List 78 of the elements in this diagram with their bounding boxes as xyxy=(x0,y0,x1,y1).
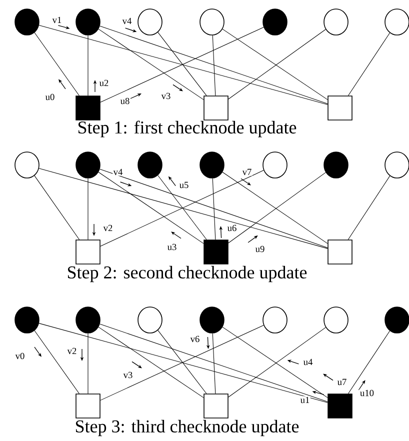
variable-node xyxy=(324,152,348,178)
edge-label: u2 xyxy=(98,79,110,87)
edge-label: v6 xyxy=(190,335,200,343)
edge-label: u4 xyxy=(302,358,314,366)
edge-line xyxy=(34,175,80,240)
check-node xyxy=(204,96,228,120)
check-node xyxy=(328,96,352,120)
step-caption: Step 2: second checknode update xyxy=(68,266,307,282)
edge-label: u6 xyxy=(226,224,238,232)
edge-line xyxy=(212,178,216,240)
edge-label: v3 xyxy=(160,92,172,100)
edge-label: u8 xyxy=(120,97,130,105)
edge-label: u1 xyxy=(300,396,310,404)
edge-label: v2 xyxy=(66,347,78,355)
variable-node xyxy=(200,152,224,178)
variable-node xyxy=(324,306,348,334)
edge-line xyxy=(158,175,207,240)
edge-line xyxy=(34,330,80,394)
edge-label: u0 xyxy=(44,93,56,101)
edge-label: u7 xyxy=(336,378,348,386)
check-node xyxy=(328,240,352,264)
edge-label: u9 xyxy=(254,245,266,253)
variable-node xyxy=(262,8,288,36)
edge-label: v0 xyxy=(14,352,26,360)
edge-line xyxy=(38,25,328,105)
edge-line xyxy=(348,32,390,96)
check-node xyxy=(76,394,100,418)
edge-line xyxy=(38,323,328,403)
edge-label: v4 xyxy=(122,17,132,25)
edge-line xyxy=(100,324,328,402)
check-node xyxy=(76,96,100,120)
variable-node xyxy=(14,8,40,36)
variable-node xyxy=(384,152,409,178)
step-caption: Step 3: third checknode update xyxy=(76,420,299,436)
edge-label: v4 xyxy=(112,168,124,176)
step-caption: Step 1: first checknode update xyxy=(78,120,296,138)
variable-node xyxy=(200,8,224,36)
edge-line xyxy=(158,32,207,96)
edge-line xyxy=(212,35,216,96)
variable-node xyxy=(384,8,409,36)
check-node xyxy=(76,240,100,264)
edge-line xyxy=(212,333,216,394)
variable-node xyxy=(384,306,409,334)
edge-label: u10 xyxy=(359,389,375,397)
edge-label: v3 xyxy=(122,371,134,379)
edge-line xyxy=(100,170,264,246)
variable-node xyxy=(324,8,348,36)
check-node xyxy=(204,394,228,418)
edge-label: u3 xyxy=(166,243,178,251)
variable-node xyxy=(262,306,288,334)
check-node xyxy=(204,240,228,264)
variable-node xyxy=(200,306,224,334)
edge-line xyxy=(34,32,80,96)
edge-line xyxy=(38,168,328,249)
edge-line xyxy=(100,324,264,401)
edge-line xyxy=(100,26,328,104)
variable-node xyxy=(76,8,100,36)
variable-node xyxy=(138,306,162,334)
variable-node xyxy=(262,152,288,178)
edge-line xyxy=(348,330,390,394)
edge-label: v1 xyxy=(52,16,62,24)
edge-line xyxy=(100,26,264,103)
edge-label: v2 xyxy=(102,224,114,232)
edge-line xyxy=(98,28,204,100)
variable-node xyxy=(76,152,100,178)
variable-node xyxy=(138,152,162,178)
variable-node xyxy=(138,8,162,36)
edge-label: v7 xyxy=(242,168,252,176)
variable-node xyxy=(14,152,40,178)
variable-node xyxy=(76,306,100,334)
edge-line xyxy=(158,330,207,394)
edge-line xyxy=(348,176,390,240)
variable-node xyxy=(14,306,40,334)
edge-label: u5 xyxy=(178,181,190,189)
check-node xyxy=(328,394,352,418)
edge-line xyxy=(98,172,204,244)
edge-line xyxy=(100,168,328,248)
edge-line xyxy=(98,326,204,398)
